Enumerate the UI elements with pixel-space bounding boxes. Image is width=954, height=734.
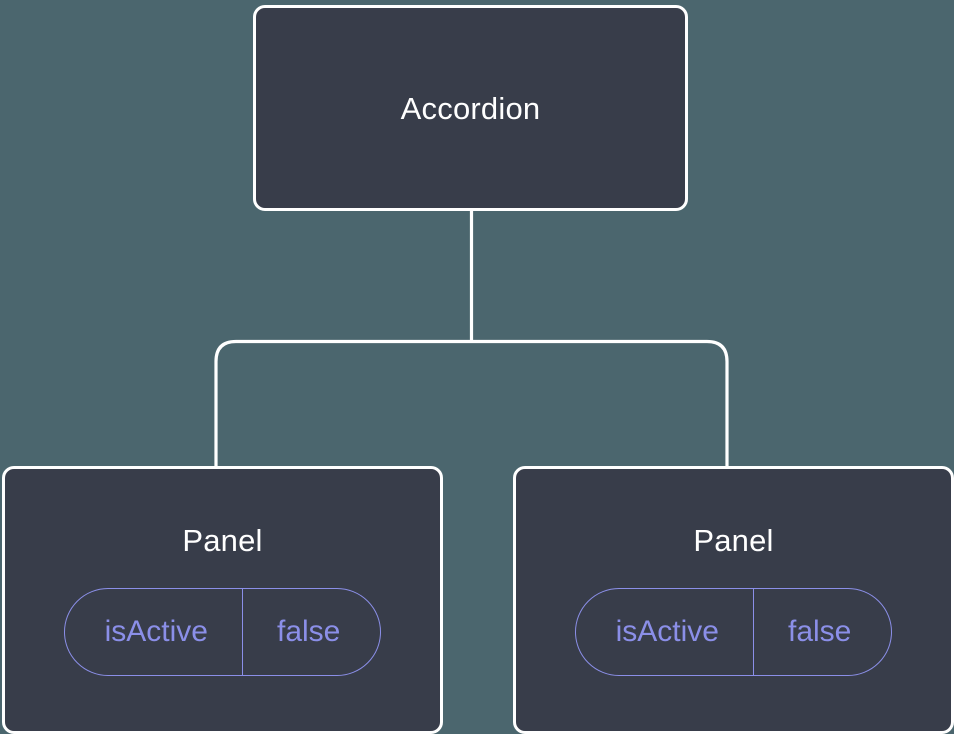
edge-root-to-panel-right — [471, 339, 729, 468]
node-panel-1-label: Panel — [182, 523, 263, 558]
node-panel-2-label: Panel — [693, 523, 774, 558]
prop-value: false — [752, 589, 891, 675]
node-accordion-label: Accordion — [400, 90, 541, 126]
node-panel-2[interactable]: Panel isActive false — [513, 466, 954, 734]
prop-badge-isactive-1[interactable]: isActive false — [63, 588, 382, 676]
prop-key: isActive — [615, 615, 719, 648]
prop-badge-isactive-2[interactable]: isActive false — [574, 588, 893, 676]
prop-value: false — [241, 589, 380, 675]
prop-key: isActive — [104, 615, 208, 648]
node-accordion[interactable]: Accordion — [253, 5, 688, 211]
edge-root-to-panel-left — [214, 339, 472, 468]
node-panel-1[interactable]: Panel isActive false — [2, 466, 443, 734]
